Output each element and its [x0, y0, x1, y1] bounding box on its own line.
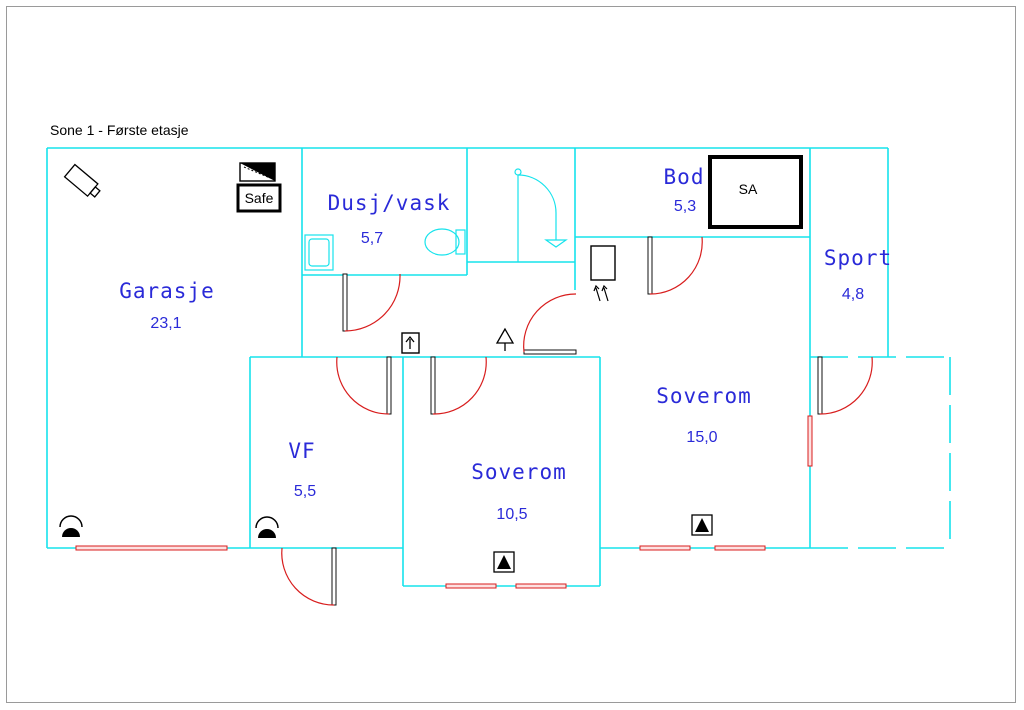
- room-area-soverom-small: 10,5: [496, 506, 527, 523]
- windows: [75, 415, 813, 589]
- smoke-detector-icon: [255, 516, 279, 538]
- room-name-garasje: Garasje: [119, 279, 215, 303]
- safe-label: Safe: [245, 190, 274, 206]
- room-area-bod: 5,3: [674, 198, 696, 215]
- toilet-icon: [424, 228, 466, 256]
- heat-detector-icon: [401, 332, 420, 354]
- smoke-detector-icon: [59, 515, 83, 537]
- room-area-sport: 4,8: [842, 286, 864, 303]
- room-name-soverom-small: Soverom: [471, 460, 567, 484]
- safe-label-box: Safe: [236, 183, 282, 213]
- drawing-frame: [6, 6, 1016, 703]
- door-leaf: [430, 356, 436, 415]
- door-leaf: [817, 356, 823, 415]
- door-leaf: [331, 547, 337, 606]
- door-leaf: [523, 349, 577, 355]
- sa-box: SA: [708, 155, 803, 229]
- water-heater-icon: [590, 245, 616, 302]
- door-leaf: [647, 236, 653, 295]
- camera-icon: [63, 163, 101, 198]
- doors: [281, 236, 873, 606]
- room-name-dusj-vask: Dusj/vask: [328, 191, 451, 215]
- sa-label: SA: [739, 181, 758, 197]
- room-name-soverom-large: Soverom: [656, 384, 752, 408]
- room-name-vf: VF: [288, 439, 315, 463]
- room-area-soverom-large: 15,0: [686, 429, 717, 446]
- room-name-bod: Bod: [664, 165, 705, 189]
- fire-alarm-icon: [495, 327, 515, 351]
- room-area-vf: 5,5: [294, 483, 316, 500]
- door-leaf: [386, 356, 392, 415]
- room-area-garasje: 23,1: [150, 315, 181, 332]
- sink-icon: [304, 234, 334, 271]
- zone-title: Sone 1 - Første etasje: [50, 122, 189, 138]
- safe-icon: [239, 162, 276, 182]
- room-name-sport: Sport: [824, 246, 892, 270]
- door-leaf: [342, 273, 348, 332]
- stair-arrow: [514, 168, 568, 262]
- room-area-dusj-vask: 5,7: [361, 230, 383, 247]
- smoke-detector-icon: [493, 551, 515, 573]
- smoke-detector-icon: [691, 514, 713, 536]
